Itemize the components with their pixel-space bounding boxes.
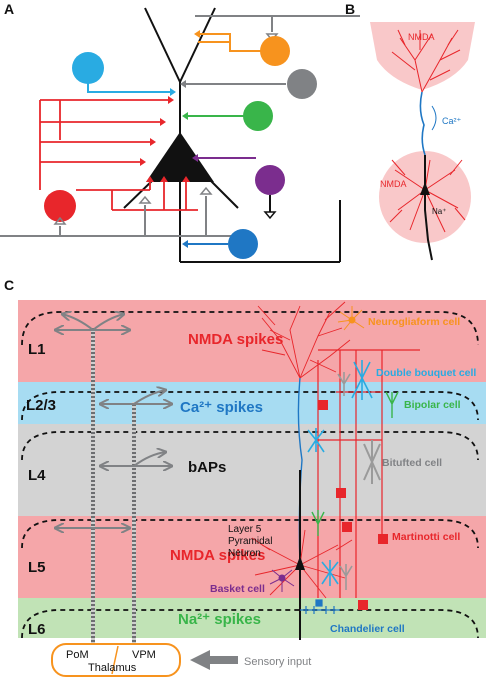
band-l6 (18, 598, 486, 638)
panel-b-letter: B (345, 1, 355, 17)
panel-a-cyan-terminal (170, 88, 176, 96)
panel-c: C L1 L2/3 L4 L5 L6 (4, 277, 486, 677)
spike-label-l1-nmda: NMDA spikes (188, 331, 283, 348)
bitufted-cell-icon-2 (337, 372, 353, 590)
thalamus-box (51, 643, 181, 677)
panel-a-red-terminal-6 (160, 176, 168, 182)
panel-a-gray-terminal-right (199, 186, 213, 195)
panel-a-purple-terminal-down (263, 211, 277, 220)
panel-b-apical-tuft (391, 29, 461, 93)
thalamic-branches (55, 314, 172, 528)
panel-a-red-terminal-7 (182, 176, 190, 182)
band-l1 (18, 300, 486, 382)
layer-label-l1: L1 (28, 341, 46, 358)
bipolar-cell-icon-2 (311, 510, 325, 536)
thalamus-vpm-label: VPM (132, 649, 156, 661)
thalamus-pom-label: PoM (66, 649, 89, 661)
panel-a-red-terminal-3 (150, 138, 156, 146)
spike-label-l6-na: Na²⁺ spikes (178, 611, 261, 628)
layer-label-l4: L4 (28, 467, 46, 484)
panel-b-basal-dendrites (389, 159, 466, 233)
bitufted-cell-icon (363, 440, 381, 484)
panel-a-green-terminal (182, 112, 188, 120)
layer-label-l5: L5 (28, 559, 46, 576)
pyramidal-label-line3: Neuron (228, 548, 261, 559)
layer-boundaries (21, 311, 479, 639)
panel-a-blue-cell (228, 229, 258, 259)
double-bouquet-cell-icon (351, 360, 373, 400)
panel-a: A (0, 1, 360, 263)
panel-c-letter: C (4, 277, 14, 293)
panel-a-orange-axon (198, 33, 262, 52)
layer-label-l6: L6 (28, 621, 46, 638)
panel-b: B NMDA NMDA Ca²⁺ Na⁺ (345, 1, 475, 261)
neurogliaform-label: Neurogliaform cell (368, 316, 460, 328)
bitufted-label: Bitufted cell (382, 457, 442, 469)
band-l4 (18, 424, 486, 516)
panel-a-blue-terminal (182, 240, 188, 248)
panel-b-apical-trunk (419, 91, 426, 156)
neurogliaform-cell-icon (337, 306, 365, 331)
panel-a-pyramidal-dendrites (123, 7, 341, 263)
panel-a-red-terminal-4 (140, 158, 146, 166)
basket-label: Basket cell (210, 583, 265, 595)
panel-b-ca-bracket (431, 105, 437, 131)
basket-cell-icon (269, 569, 295, 592)
double-bouquet-label: Double bouquet cell (376, 367, 476, 379)
chandelier-cell-icon (300, 599, 340, 614)
panel-a-purple-cell (255, 165, 285, 195)
panel-a-green-cell (243, 101, 273, 131)
panel-b-soma (420, 182, 430, 195)
panel-a-orange-terminal (194, 30, 200, 38)
panel-a-red-axon (39, 99, 198, 211)
panel-a-gray-cell (287, 69, 317, 99)
thalamus-name-label: Thalamus (88, 662, 137, 674)
panel-b-na-label: Na⁺ (432, 207, 446, 216)
spike-label-l4-baps: bAPs (188, 459, 226, 476)
panel-a-gray-terminal (180, 80, 186, 88)
band-l23 (18, 382, 486, 424)
c-apical-tuft (257, 301, 351, 379)
panel-a-gray-terminal-mid (138, 195, 152, 204)
bipolar-cell-icon (385, 391, 399, 418)
panel-b-nmda-top-label: NMDA (408, 32, 435, 42)
panel-a-gray-input-top (195, 15, 360, 32)
panel-b-nmda-bottom-label: NMDA (380, 179, 407, 189)
panel-a-orange-cell (260, 36, 290, 66)
panel-a-cyan-axon (87, 80, 170, 93)
martinotti-cell-icons (318, 400, 388, 610)
pom-axon (91, 328, 95, 646)
chandelier-label: Chandelier cell (330, 623, 405, 635)
layer-label-l23: L2/3 (26, 397, 56, 414)
spike-label-l23-ca: Ca²⁺ spikes (180, 399, 263, 416)
panel-a-pyramidal-soma (146, 132, 214, 182)
panel-a-red-terminal-5 (146, 176, 154, 182)
panel-b-ca-label: Ca²⁺ (442, 116, 462, 126)
panel-a-red-cell (44, 190, 76, 222)
panel-a-letter: A (4, 1, 14, 17)
sensory-input-arrow (190, 650, 238, 670)
martinotti-label: Martinotti cell (392, 531, 460, 543)
panel-b-nmda-zone-top (370, 22, 475, 90)
panel-a-gray-terminal-left (53, 216, 67, 225)
c-basal-dendrites (251, 529, 353, 599)
panel-a-gray-input-bottom (0, 196, 232, 237)
c-pyramidal-soma (295, 556, 305, 570)
band-l5 (18, 516, 486, 598)
panel-a-purple-terminal (192, 154, 198, 162)
vpm-axon (132, 402, 136, 646)
thalamus-divider (111, 645, 119, 675)
panel-a-red-terminal-2 (160, 118, 166, 126)
pyramidal-label-line2: Pyramidal (228, 536, 272, 547)
panel-a-red-terminal-1 (168, 96, 174, 104)
spike-label-l5-nmda: NMDA spikes (170, 547, 265, 564)
bipolar-label: Bipolar cell (404, 399, 461, 411)
double-bouquet-cell-icon-2 (307, 428, 339, 586)
sensory-input-label: Sensory input (244, 656, 311, 668)
panel-a-cyan-cell (72, 52, 104, 84)
pyramidal-label-line1: Layer 5 (228, 524, 262, 535)
